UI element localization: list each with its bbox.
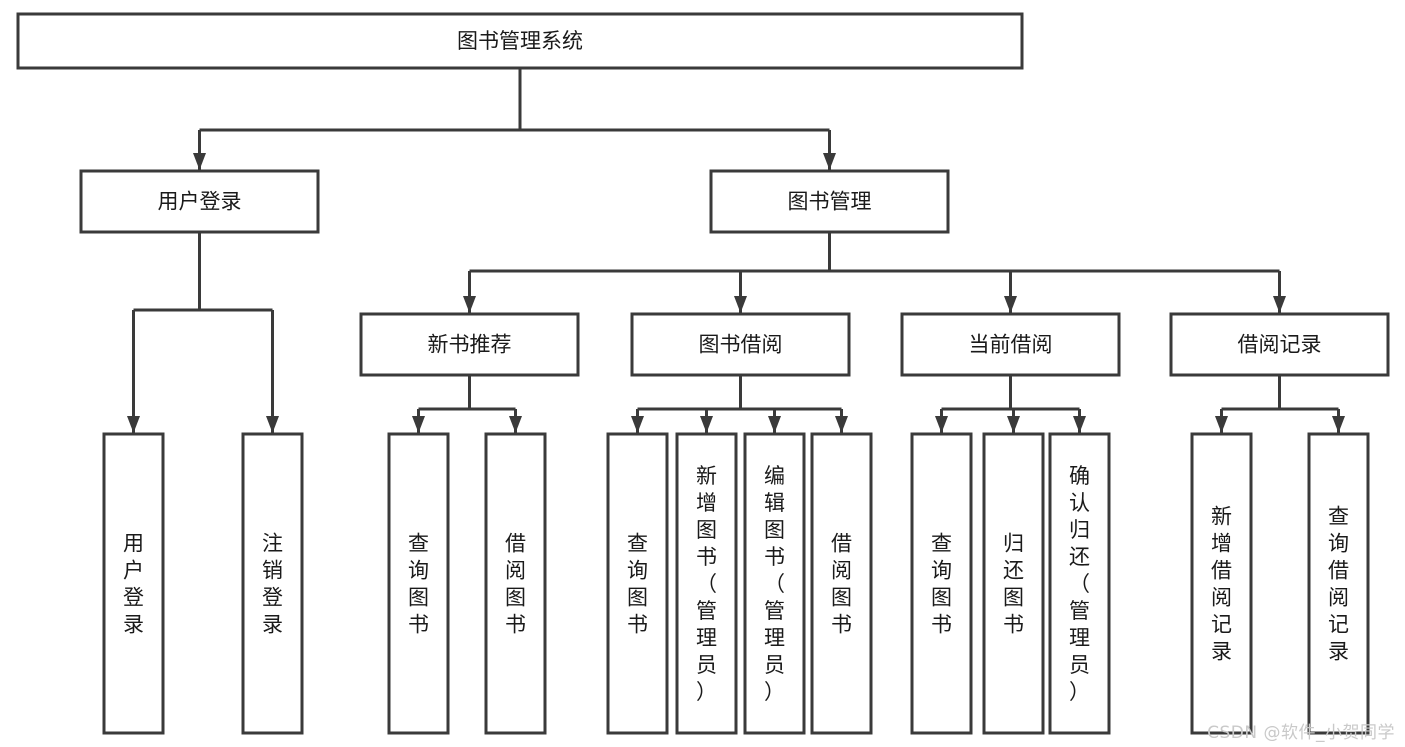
node-label-leaf-add-book: 新增图书（管理员） — [696, 464, 717, 704]
node-book-borrow[interactable]: 图书借阅 — [630, 312, 851, 377]
node-box-root — [16, 12, 1024, 70]
arrow-head-icon — [1273, 296, 1286, 313]
arrow-head-icon — [935, 416, 948, 433]
node-borrow-record[interactable]: 借阅记录 — [1169, 312, 1390, 377]
arrow-head-icon — [1007, 416, 1020, 433]
node-box-leaf-logout — [241, 432, 304, 735]
arrow-head-icon — [631, 416, 644, 433]
node-label-leaf-add-record: 新增借阅记录 — [1211, 505, 1232, 664]
arrow-head-icon — [823, 153, 836, 170]
arrow-head-icon — [1004, 296, 1017, 313]
node-label-book-mgmt: 图书管理 — [788, 190, 872, 214]
connector-layer — [127, 68, 1345, 433]
node-box-leaf-add-book — [675, 432, 738, 735]
node-label-new-book-rec: 新书推荐 — [428, 333, 512, 357]
node-leaf-confirm-return[interactable]: 确认归还（管理员） — [1048, 432, 1111, 735]
node-label-leaf-query-book-1: 查询图书 — [408, 532, 429, 637]
node-leaf-query-book-3[interactable]: 查询图书 — [910, 432, 973, 735]
node-box-leaf-edit-book — [743, 432, 806, 735]
arrow-head-icon — [1215, 416, 1228, 433]
node-box-leaf-query-book-3 — [910, 432, 973, 735]
node-leaf-query-record[interactable]: 查询借阅记录 — [1307, 432, 1370, 735]
node-label-leaf-borrow-book-2: 借阅图书 — [831, 532, 852, 637]
node-box-book-mgmt — [709, 169, 950, 234]
arrow-head-icon — [734, 296, 747, 313]
node-box-leaf-add-record — [1190, 432, 1253, 735]
node-leaf-borrow-book-1[interactable]: 借阅图书 — [484, 432, 547, 735]
node-label-leaf-borrow-book-1: 借阅图书 — [505, 532, 526, 637]
node-user-login[interactable]: 用户登录 — [79, 169, 320, 234]
arrow-head-icon — [1332, 416, 1345, 433]
arrow-head-icon — [700, 416, 713, 433]
node-label-current-borrow: 当前借阅 — [969, 333, 1053, 357]
node-label-leaf-edit-book: 编辑图书（管理员） — [764, 464, 785, 704]
node-label-root: 图书管理系统 — [457, 29, 583, 53]
node-box-current-borrow — [900, 312, 1121, 377]
node-label-leaf-user-login: 用户登录 — [123, 532, 144, 637]
arrow-head-icon — [463, 296, 476, 313]
node-leaf-add-book[interactable]: 新增图书（管理员） — [675, 432, 738, 735]
node-label-user-login: 用户登录 — [158, 190, 242, 214]
node-label-leaf-confirm-return: 确认归还（管理员） — [1069, 464, 1090, 704]
node-leaf-add-record[interactable]: 新增借阅记录 — [1190, 432, 1253, 735]
node-box-borrow-record — [1169, 312, 1390, 377]
node-label-book-borrow: 图书借阅 — [699, 333, 783, 357]
node-leaf-edit-book[interactable]: 编辑图书（管理员） — [743, 432, 806, 735]
arrow-head-icon — [127, 416, 140, 433]
node-box-leaf-query-record — [1307, 432, 1370, 735]
node-leaf-query-book-2[interactable]: 查询图书 — [606, 432, 669, 735]
node-leaf-logout[interactable]: 注销登录 — [241, 432, 304, 735]
node-box-user-login — [79, 169, 320, 234]
node-book-mgmt[interactable]: 图书管理 — [709, 169, 950, 234]
arrow-head-icon — [768, 416, 781, 433]
node-box-new-book-rec — [359, 312, 580, 377]
arrow-head-icon — [509, 416, 522, 433]
node-label-leaf-query-book-2: 查询图书 — [627, 532, 648, 637]
csdn-watermark: CSDN @软件_小贺同学 — [1207, 723, 1395, 743]
node-box-book-borrow — [630, 312, 851, 377]
node-label-leaf-query-book-3: 查询图书 — [931, 532, 952, 637]
arrow-head-icon — [1073, 416, 1086, 433]
node-root[interactable]: 图书管理系统 — [16, 12, 1024, 70]
arrow-head-icon — [835, 416, 848, 433]
node-current-borrow[interactable]: 当前借阅 — [900, 312, 1121, 377]
node-box-leaf-confirm-return — [1048, 432, 1111, 735]
arrow-head-icon — [193, 153, 206, 170]
node-label-leaf-logout: 注销登录 — [262, 532, 283, 637]
node-label-borrow-record: 借阅记录 — [1238, 333, 1322, 357]
node-label-leaf-query-record: 查询借阅记录 — [1328, 505, 1349, 664]
arrow-head-icon — [412, 416, 425, 433]
node-new-book-rec[interactable]: 新书推荐 — [359, 312, 580, 377]
node-box-leaf-return-book — [982, 432, 1045, 735]
node-box-leaf-query-book-2 — [606, 432, 669, 735]
node-leaf-borrow-book-2[interactable]: 借阅图书 — [810, 432, 873, 735]
node-label-leaf-return-book: 归还图书 — [1003, 532, 1024, 637]
arrow-head-icon — [266, 416, 279, 433]
node-box-leaf-user-login — [102, 432, 165, 735]
node-box-leaf-query-book-1 — [387, 432, 450, 735]
node-leaf-query-book-1[interactable]: 查询图书 — [387, 432, 450, 735]
node-leaf-return-book[interactable]: 归还图书 — [982, 432, 1045, 735]
node-leaf-user-login[interactable]: 用户登录 — [102, 432, 165, 735]
node-box-leaf-borrow-book-2 — [810, 432, 873, 735]
node-layer: 图书管理系统用户登录图书管理新书推荐图书借阅当前借阅借阅记录用户登录注销登录查询… — [16, 12, 1390, 735]
node-box-leaf-borrow-book-1 — [484, 432, 547, 735]
